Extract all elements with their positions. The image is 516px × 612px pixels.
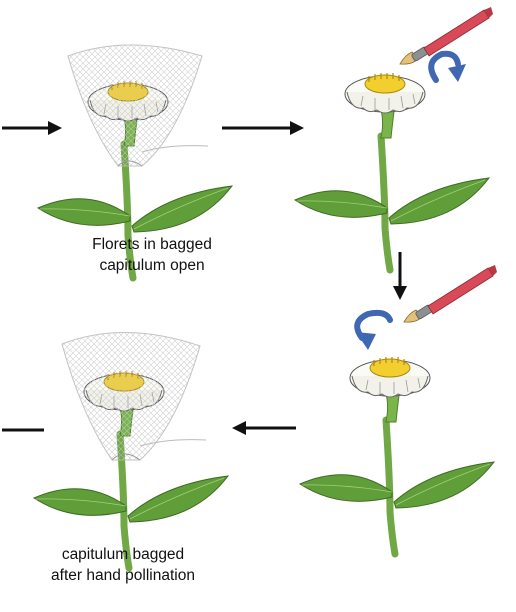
caption-bagged-after-pollination: capitulum bagged after hand pollination <box>18 544 228 586</box>
rotate-arrow-icon-2 <box>354 309 393 341</box>
flow-arrows <box>2 121 407 435</box>
bagged-plant-open <box>38 44 232 278</box>
caption-line: capitulum open <box>99 257 205 274</box>
caption-florets-bagged-open: Florets in bagged capitulum open <box>62 234 242 276</box>
paint-brush-icon-2 <box>403 264 498 323</box>
caption-line: after hand pollination <box>51 567 195 584</box>
caption-line: Florets in bagged <box>92 236 212 253</box>
bagged-plant-pollinated <box>34 332 228 568</box>
caption-line: capitulum bagged <box>61 546 185 563</box>
plant-hand-pollination <box>295 73 489 270</box>
plant-second-pollination <box>300 357 494 554</box>
rotate-arrow-icon <box>428 50 461 83</box>
